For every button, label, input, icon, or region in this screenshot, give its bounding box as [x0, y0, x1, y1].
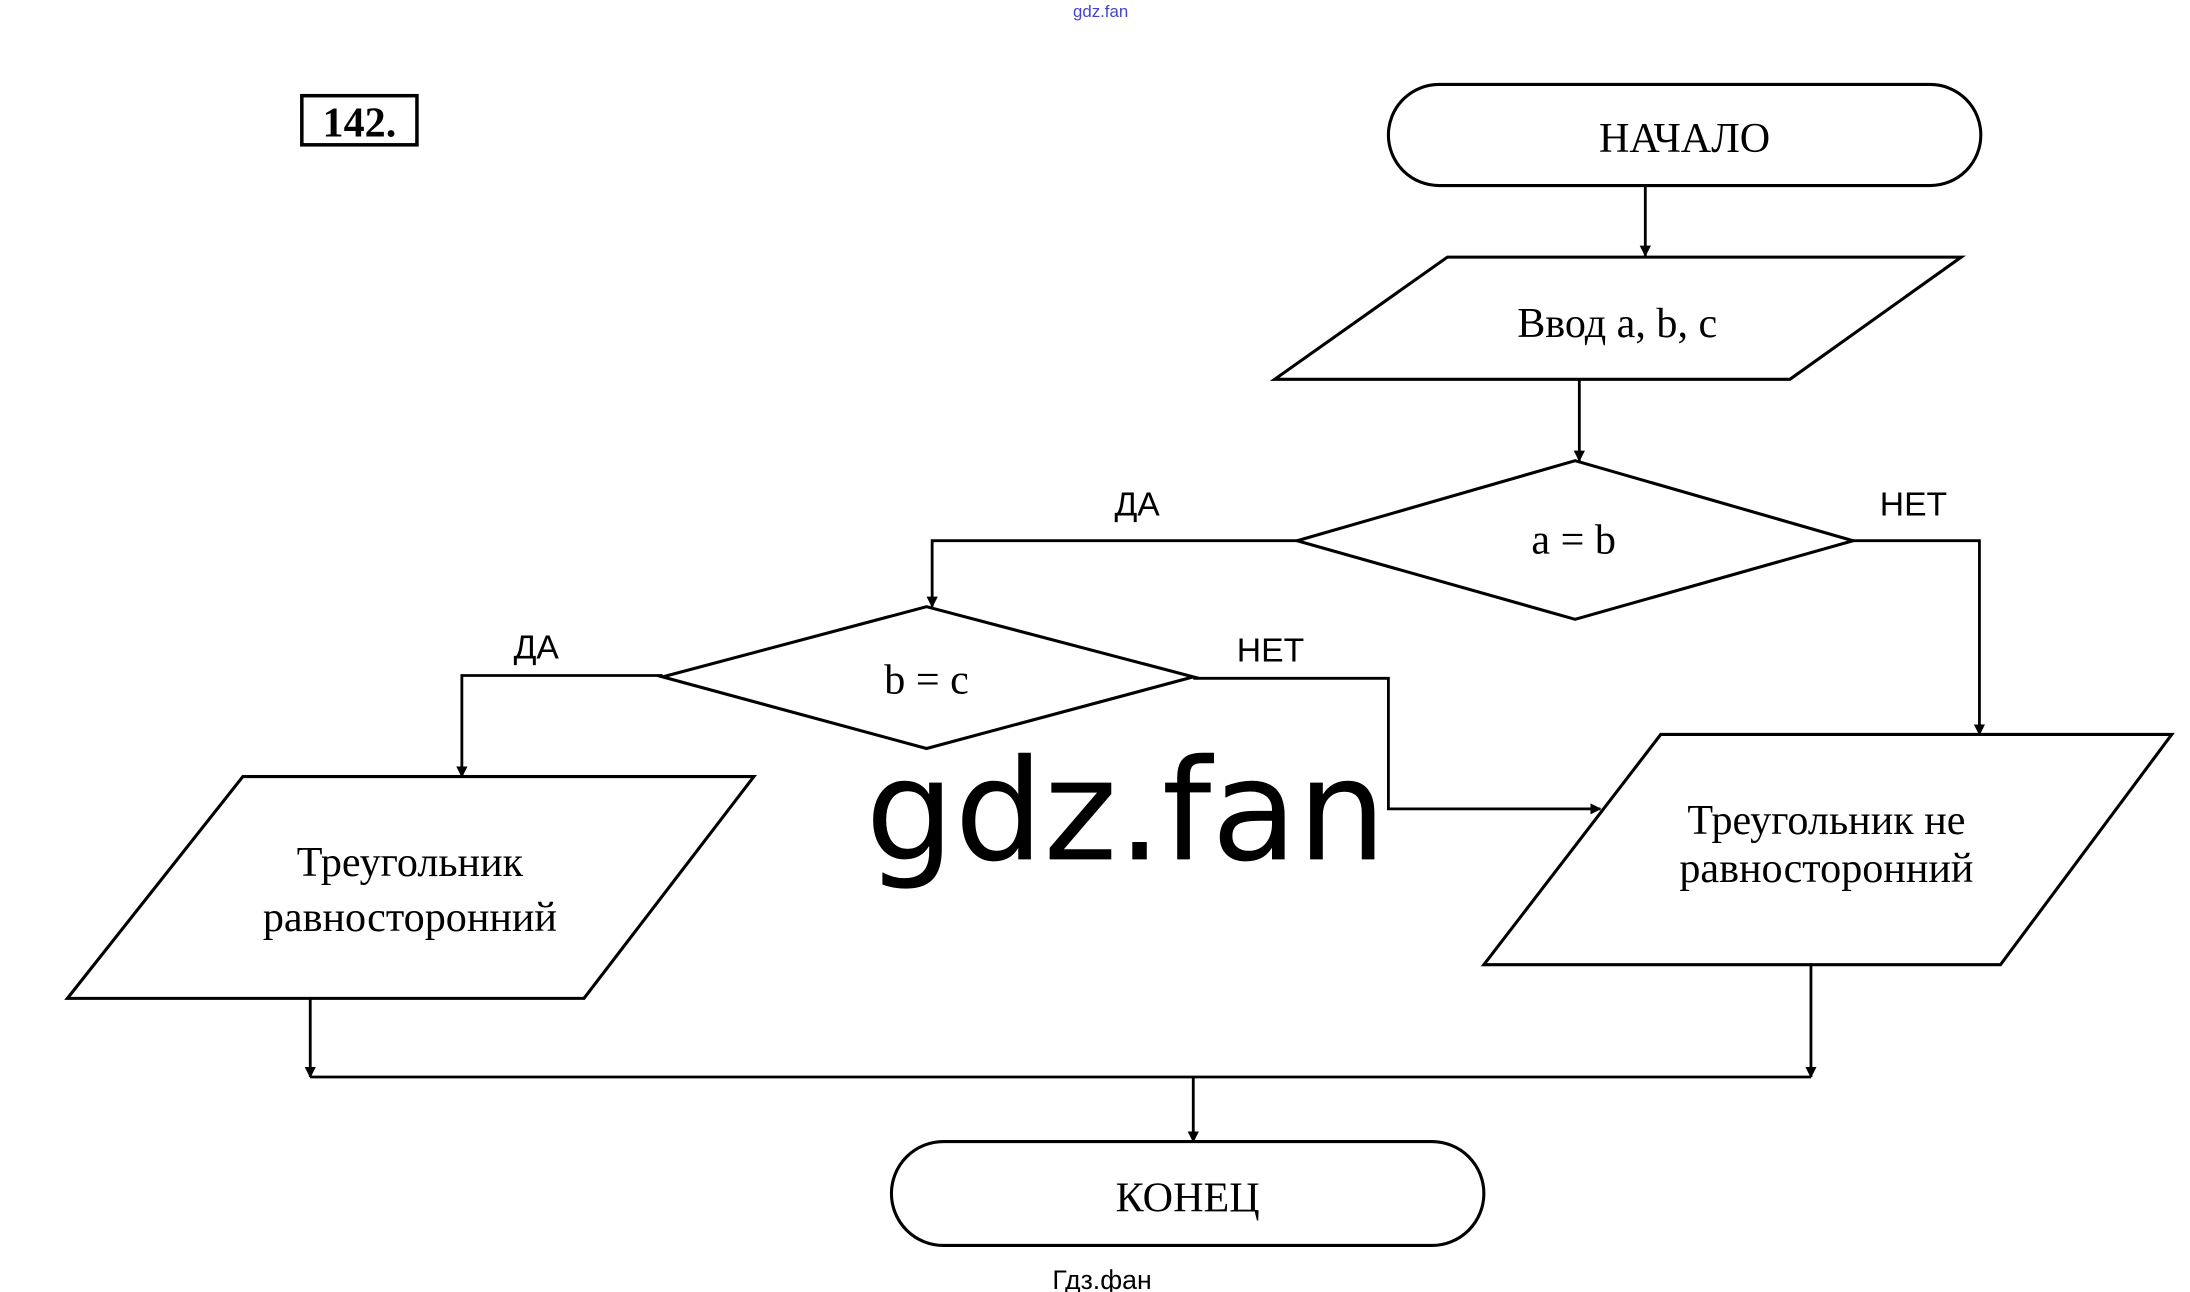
problem-number-box: 142.: [300, 93, 419, 147]
output-yes-line2: равносторонний: [263, 894, 557, 941]
end-label: КОНЕЦ: [1116, 1175, 1260, 1222]
decision2-yes-label: ДА: [514, 630, 560, 667]
end-terminal: КОНЕЦ: [889, 1140, 1486, 1247]
output-not-equilateral: Треугольник не равносторонний: [1480, 732, 2175, 967]
decision1-yes-label: ДА: [1114, 486, 1160, 523]
decision-a-equals-b: a = b ДА НЕТ: [1114, 459, 1947, 621]
decision-b-equals-c: b = c ДА НЕТ: [514, 605, 1304, 751]
start-label: НАЧАЛО: [1599, 115, 1770, 162]
output-no-line2: равносторонний: [1679, 845, 1973, 892]
arrow-decision1-no: [1853, 539, 1986, 736]
output-equilateral: Треугольник равносторонний: [64, 775, 757, 1000]
input-block: Ввод a, b, c: [1269, 255, 1966, 381]
decision1-condition: a = b: [1531, 516, 1616, 563]
input-label: Ввод a, b, c: [1517, 300, 1717, 347]
start-terminal: НАЧАЛО: [1386, 82, 1983, 188]
output-no-line1: Треугольник не: [1687, 797, 1965, 844]
problem-number: 142.: [323, 99, 397, 146]
decision1-no-label: НЕТ: [1880, 486, 1947, 523]
output-yes-line1: Треугольник: [297, 839, 524, 886]
watermark: gdz.fan: [865, 730, 1386, 893]
connectors: [304, 185, 1986, 1143]
arrow-decision2-yes: [456, 674, 663, 778]
decision2-condition: b = c: [884, 657, 969, 704]
arrow-decision2-no: [1193, 676, 1602, 815]
top-watermark: gdz.fan: [1073, 2, 1128, 21]
footer-text: Гдз.фан: [1052, 1265, 1151, 1292]
decision2-no-label: НЕТ: [1237, 632, 1304, 669]
arrow-decision1-yes: [926, 539, 1298, 608]
